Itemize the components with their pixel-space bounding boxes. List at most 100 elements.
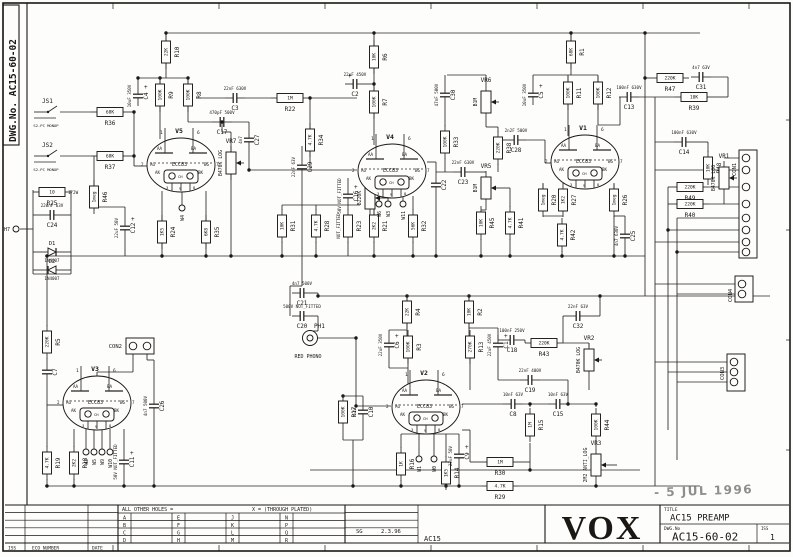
svg-text:R7: R7 bbox=[382, 98, 389, 106]
svg-text:R37: R37 bbox=[105, 164, 116, 171]
svg-text:R27: R27 bbox=[571, 194, 578, 205]
svg-text:V5: V5 bbox=[175, 127, 183, 135]
svg-text:100K: 100K bbox=[372, 96, 378, 107]
svg-text:9: 9 bbox=[424, 428, 427, 433]
svg-text:CON3: CON3 bbox=[720, 367, 726, 380]
svg-text:C26: C26 bbox=[159, 400, 166, 411]
svg-text:R3: R3 bbox=[416, 343, 423, 351]
hole-letter-F: F bbox=[177, 523, 180, 529]
svg-text:56K: 56K bbox=[411, 222, 417, 231]
svg-text:R14: R14 bbox=[454, 467, 461, 478]
svg-text:220K: 220K bbox=[684, 202, 695, 208]
svg-text:4.7K: 4.7K bbox=[314, 220, 320, 231]
svg-text:R35: R35 bbox=[214, 226, 221, 237]
svg-text:JS1: JS1 bbox=[42, 98, 53, 105]
svg-text:W3: W3 bbox=[386, 211, 392, 217]
hole-letter-Q: Q bbox=[285, 531, 288, 537]
svg-text:68K: 68K bbox=[106, 110, 115, 116]
svg-text:1K: 1K bbox=[399, 461, 405, 467]
board-name: AC15 bbox=[424, 535, 441, 543]
svg-text:BA: BA bbox=[107, 384, 113, 389]
svg-text:CH: CH bbox=[423, 416, 428, 421]
svg-text:RED PHONO: RED PHONO bbox=[294, 354, 321, 360]
connector-CON2: CON2 bbox=[109, 337, 155, 355]
svg-text:4n7: 4n7 bbox=[238, 136, 243, 144]
svg-text:R38: R38 bbox=[506, 142, 513, 153]
svg-text:R28: R28 bbox=[324, 220, 331, 231]
svg-text:2M2 ANTI_LOG: 2M2 ANTI_LOG bbox=[583, 448, 589, 483]
svg-text:R16: R16 bbox=[409, 458, 416, 469]
svg-text:D2: D2 bbox=[49, 259, 56, 265]
testpoint-W9: W9 bbox=[98, 448, 106, 465]
svg-text:R46: R46 bbox=[102, 191, 109, 202]
svg-text:R21: R21 bbox=[382, 220, 389, 231]
svg-text:VR6: VR6 bbox=[481, 77, 492, 84]
svg-text:2: 2 bbox=[141, 162, 144, 167]
testpoint-W3: W3 bbox=[384, 200, 392, 217]
svg-text:10uF 350V: 10uF 350V bbox=[127, 84, 132, 107]
hole-letter-P: P bbox=[285, 523, 288, 529]
svg-text:100K: 100K bbox=[186, 89, 192, 100]
svg-text:BK: BK bbox=[443, 412, 449, 417]
svg-text:100nF 250V: 100nF 250V bbox=[499, 328, 525, 333]
svg-text:1: 1 bbox=[564, 127, 567, 133]
svg-text:B220K: B220K bbox=[357, 191, 363, 206]
svg-text:9: 9 bbox=[583, 183, 586, 188]
svg-text:R49: R49 bbox=[685, 195, 696, 202]
connector-CON4: CON4 bbox=[728, 275, 754, 303]
svg-text:6: 6 bbox=[442, 372, 445, 378]
testpoint-W1: W1 bbox=[415, 455, 423, 472]
svg-text:R41: R41 bbox=[518, 217, 525, 228]
svg-text:500V NOT_FITTED: 500V NOT_FITTED bbox=[283, 304, 321, 309]
svg-text:H7: H7 bbox=[4, 227, 10, 233]
svg-text:4.7K: 4.7K bbox=[494, 484, 505, 490]
svg-text:10nF 63V: 10nF 63V bbox=[503, 392, 524, 397]
svg-text:ECC83: ECC83 bbox=[576, 159, 591, 165]
svg-text:C15: C15 bbox=[553, 411, 564, 418]
iss-label: ISS bbox=[761, 526, 769, 531]
svg-text:R33: R33 bbox=[453, 136, 460, 147]
svg-text:D1: D1 bbox=[49, 241, 56, 247]
svg-text:8: 8 bbox=[404, 191, 407, 196]
svg-text:10K: 10K bbox=[479, 219, 485, 228]
svg-text:68K: 68K bbox=[106, 154, 115, 160]
svg-text:R22: R22 bbox=[285, 106, 296, 113]
svg-text:3: 3 bbox=[570, 182, 572, 187]
svg-text:22nF 63V: 22nF 63V bbox=[568, 304, 589, 309]
svg-text:R42: R42 bbox=[570, 229, 577, 240]
svg-text:220K: 220K bbox=[538, 341, 549, 347]
svg-text:VR7: VR7 bbox=[226, 138, 237, 145]
svg-text:R13: R13 bbox=[478, 341, 485, 352]
svg-text:R34: R34 bbox=[318, 134, 325, 145]
svg-text:C21: C21 bbox=[297, 300, 308, 307]
svg-text:C6: C6 bbox=[394, 341, 401, 349]
svg-text:3: 3 bbox=[166, 185, 168, 190]
svg-text:1K2: 1K2 bbox=[561, 196, 567, 205]
svg-text:AA: AA bbox=[402, 388, 408, 393]
page-title: AC15 PREAMP bbox=[670, 514, 730, 524]
svg-text:4n7 500V: 4n7 500V bbox=[143, 395, 148, 416]
svg-text:AA: AA bbox=[73, 384, 79, 389]
iss-value: 1 bbox=[770, 533, 775, 542]
svg-text:9: 9 bbox=[95, 424, 98, 429]
holes-note: ALL OTHER HOLES = bbox=[122, 507, 173, 513]
